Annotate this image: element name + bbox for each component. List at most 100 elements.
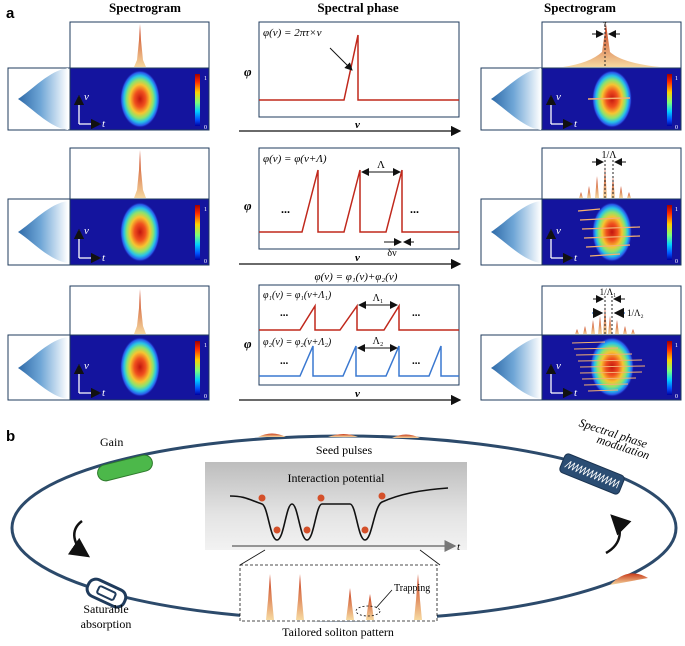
dots-right-3b: ... — [412, 355, 421, 367]
dots-left-2: ... — [281, 202, 290, 216]
colorbar-right-3 — [667, 341, 672, 395]
dv-label: δν — [387, 248, 397, 259]
dots-right-2: ... — [410, 202, 419, 216]
dots-left-3b: ... — [280, 355, 289, 367]
spectrogram-blob-2 — [120, 202, 160, 262]
phase-plot-box — [258, 21, 460, 118]
spectral-phase-modulator — [559, 453, 625, 495]
colorbar-max-3: 1 — [204, 343, 207, 349]
nu-axis-label-3: ν — [355, 388, 360, 400]
seed-pulses — [258, 433, 648, 585]
phase-equation-1: φ₁(ν) = φ₁(ν+Λ₁) — [263, 290, 332, 301]
spectrogram-blob-3 — [120, 337, 160, 397]
colorbar-min-3: 0 — [204, 394, 207, 400]
panel-b: b Seed pulses Gain Spectral phase modula… — [6, 416, 678, 639]
panel-b-label: b — [6, 428, 15, 445]
lambda-label: Λ — [377, 159, 385, 171]
spectrogram-blob — [120, 70, 160, 128]
t-axis-label-3: t — [102, 387, 106, 399]
col-mid-title: Spectral phase — [317, 0, 398, 15]
dots-left-3a: ... — [280, 307, 289, 319]
phase-equation-2b: φ₂(ν) = φ₂(ν+Λ₂) — [263, 337, 332, 348]
interaction-potential-box — [205, 462, 467, 550]
dots-right-3a: ... — [412, 307, 421, 319]
v-axis-label-right-2: v — [556, 225, 561, 237]
phase-equation: φ(ν) = 2πτ×ν — [263, 27, 322, 39]
colorbar — [195, 74, 200, 126]
t-axis-label-2: t — [102, 252, 106, 264]
gain-label: Gain — [100, 435, 123, 449]
nu-axis-label-2: ν — [355, 252, 360, 264]
nu-axis-label: ν — [355, 119, 360, 131]
v-axis-label-right-3: v — [556, 360, 561, 372]
lambda1-label: Λ₁ — [373, 293, 384, 304]
saturable-label-2: absorption — [81, 617, 132, 631]
v-axis-label-right: v — [556, 91, 561, 103]
t-axis-label-right-3: t — [574, 387, 578, 399]
zoom-line-left — [239, 549, 266, 566]
temporal-pulse-3 — [134, 289, 146, 334]
phi-axis-3: φ — [244, 336, 252, 351]
phi-axis-2: φ — [244, 198, 252, 213]
phase-curve-2 — [259, 169, 459, 233]
saturable-label-1: Saturable — [83, 602, 128, 616]
phase-curve-3b — [259, 345, 459, 377]
phase-equation-total: φ(ν) = φ₁(ν)+φ₂(ν) — [315, 271, 398, 283]
col-right-title: Spectrogram — [544, 0, 616, 15]
colorbar-max-right: 1 — [675, 76, 678, 82]
gain-module — [97, 454, 153, 482]
inv-lambda1-label: 1/Λ₁ — [600, 287, 617, 297]
potential-curve — [229, 487, 449, 541]
t-axis-label: t — [102, 118, 106, 130]
colorbar-min-right-3: 0 — [675, 394, 678, 400]
row-1: 1 0 v t φ(ν) = 2πτ×ν φ ν τ 1 0 v t — [7, 19, 682, 137]
right-spectrum-box-3 — [541, 285, 682, 336]
colorbar-3 — [195, 341, 200, 395]
shifted-pulse — [563, 24, 660, 67]
phase-equation-2: φ(ν) = φ(ν+Λ) — [263, 153, 327, 165]
right-spectrum-box-2 — [541, 147, 682, 200]
inv-lambda-label: 1/Λ — [601, 150, 617, 161]
inv-lambda2-label: 1/Λ₂ — [627, 308, 644, 318]
phi-axis: φ — [244, 64, 252, 79]
circulation-arrow-left — [67, 520, 91, 558]
trapping-label: Trapping — [394, 583, 430, 594]
colorbar-max: 1 — [204, 76, 207, 82]
col-left-title: Spectrogram — [109, 0, 181, 15]
seed-pulses-label: Seed pulses — [316, 443, 373, 457]
row-2: 1 0 v t φ(ν) = φ(ν+Λ) ... ... Λ δν φ ν — [7, 147, 682, 270]
spectrogram-streaks-2 — [577, 208, 641, 257]
phase-curve — [259, 34, 459, 101]
colorbar-max-2: 1 — [204, 207, 207, 213]
lambda2-label: Λ₂ — [373, 336, 384, 347]
interaction-potential-title: Interaction potential — [288, 471, 386, 485]
temporal-pulse — [134, 24, 146, 67]
circulation-arrow-right — [605, 514, 632, 555]
t-axis-label-right-2: t — [574, 252, 578, 264]
time-axis-label: t — [457, 541, 461, 553]
spectrogram-streaks-3 — [571, 341, 646, 392]
trapping-ellipse — [355, 605, 381, 617]
colorbar-min: 0 — [204, 125, 207, 131]
trapping-pointer — [375, 589, 393, 609]
colorbar-right — [667, 74, 672, 126]
v-axis-label-3: v — [84, 360, 89, 372]
panel-a-label: a — [6, 5, 15, 22]
colorbar-2 — [195, 205, 200, 260]
tailored-pattern-label: Tailored soliton pattern — [282, 625, 394, 639]
spectrogram-streak — [587, 97, 631, 100]
saturable-absorber — [85, 577, 128, 609]
colorbar-min-2: 0 — [204, 259, 207, 265]
zoom-line-right — [419, 549, 441, 566]
tau-label: τ — [603, 19, 607, 30]
phase-pointer-arrow — [329, 47, 353, 71]
colorbar-max-right-2: 1 — [675, 207, 678, 213]
colorbar-right-2 — [667, 205, 672, 260]
spectrogram-blob-right-2 — [592, 202, 632, 262]
row-3: 1 0 v t φ(ν) = φ₁(ν)+φ₂(ν) φ₁(ν) = φ₁(ν+… — [7, 271, 682, 406]
soliton-pulses — [266, 574, 422, 620]
colorbar-min-right: 0 — [675, 125, 678, 131]
colorbar-min-right-2: 0 — [675, 259, 678, 265]
v-axis-label: v — [84, 91, 89, 103]
